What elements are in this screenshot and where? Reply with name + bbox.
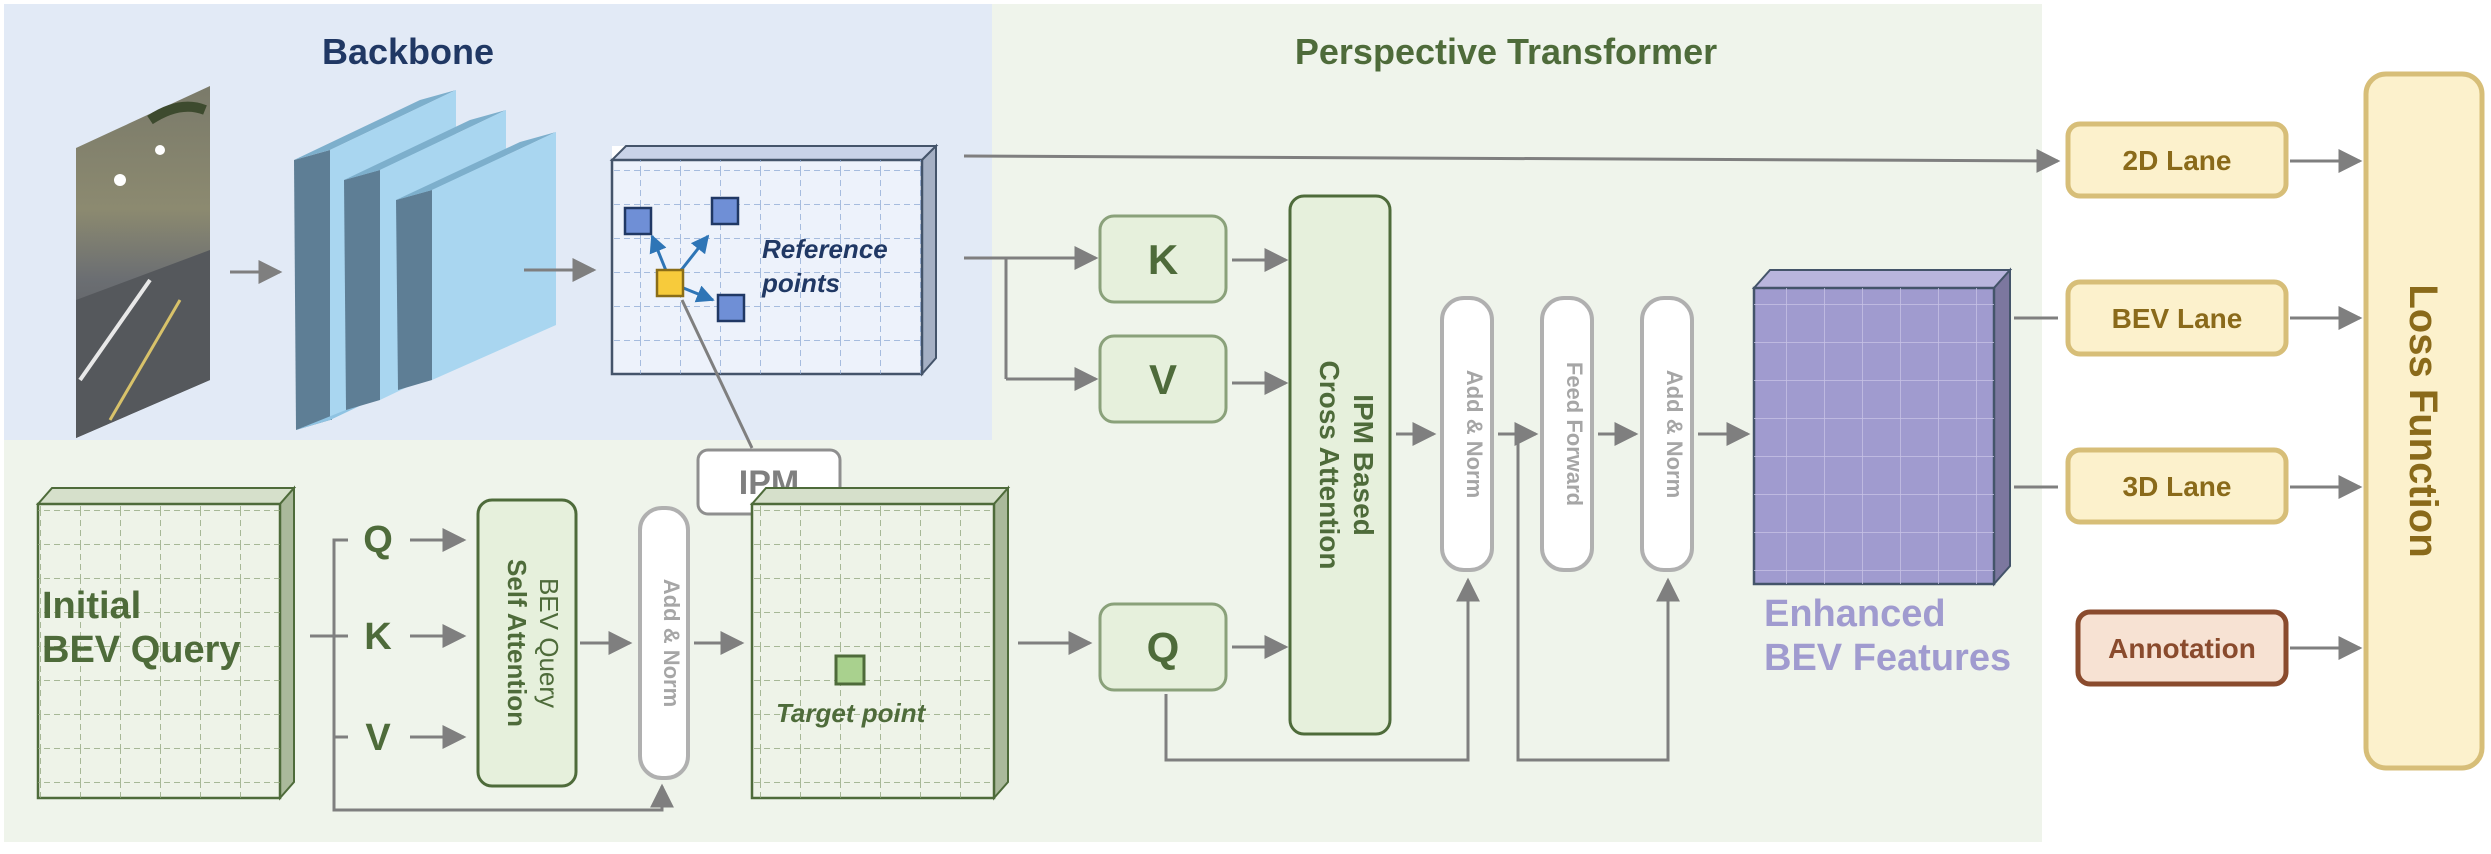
add-norm-2-block — [1640, 296, 1694, 572]
add-norm-1-label: Add & Norm — [1462, 370, 1487, 498]
cross-attn-v-box — [1098, 334, 1228, 424]
cross-attn-q-box — [1098, 602, 1228, 692]
self-attention-line1: BEV Query — [534, 578, 564, 708]
add-norm-1-block — [1440, 296, 1494, 572]
initial-bev-query-cube — [35, 485, 297, 801]
residual-addnorm1-to-addnorm2 — [1516, 434, 1680, 762]
add-norm-self-label: Add & Norm — [659, 579, 684, 707]
output-2d-lane-label: 2D Lane — [2123, 145, 2232, 176]
output-2d-lane-box — [2065, 121, 2289, 199]
reference-points-label-line2: points — [761, 268, 840, 298]
initial-bev-query-line2: BEV Query — [42, 629, 241, 671]
cross-attn-q-label: Q — [1147, 624, 1180, 671]
backbone-title: Backbone — [322, 31, 494, 72]
initial-bev-query-line1: Initial — [42, 585, 141, 627]
target-bev-grid — [749, 485, 1011, 801]
image-feature-map — [609, 143, 939, 377]
self-attn-v-label: V — [365, 717, 391, 759]
cross-attn-k-box — [1098, 214, 1228, 304]
feed-forward-block — [1540, 296, 1594, 572]
reference-point-2 — [710, 196, 740, 226]
cross-attn-k-label: K — [1148, 236, 1178, 283]
cross-attn-v-label: V — [1149, 356, 1177, 403]
output-3d-lane-box — [2065, 447, 2289, 525]
backbone-network — [294, 90, 556, 430]
residual-q-to-addnorm1 — [1164, 577, 1480, 762]
enhanced-bev-features-cube — [1751, 267, 2013, 587]
self-attention-line2: Self Attention — [502, 559, 532, 727]
self-attn-q-label: Q — [363, 519, 393, 561]
add-norm-2-label: Add & Norm — [1662, 370, 1687, 498]
loss-function-box — [2363, 71, 2485, 771]
annotation-label: Annotation — [2108, 633, 2256, 664]
self-attn-k-label: K — [364, 616, 392, 658]
reference-points-label-line1: Reference — [762, 234, 888, 264]
reference-point-1 — [623, 206, 653, 236]
cross-attention-block — [1288, 194, 1392, 736]
projected-point — [655, 268, 685, 298]
loss-function-label: Loss Function — [2401, 284, 2445, 557]
cross-attention-line2: Cross Attention — [1314, 361, 1345, 570]
enhanced-label-line2: BEV Features — [1764, 637, 2011, 679]
reference-points — [623, 196, 746, 323]
self-attention-block — [476, 498, 578, 788]
output-bev-lane-label: BEV Lane — [2112, 303, 2243, 334]
output-bev-lane-box — [2065, 279, 2289, 357]
input-image — [76, 86, 210, 438]
output-3d-lane-label: 3D Lane — [2123, 471, 2232, 502]
target-point-marker — [834, 654, 866, 686]
ipm-line-upper — [680, 299, 754, 449]
add-norm-self-block — [638, 506, 690, 780]
feed-forward-label: Feed Forward — [1562, 362, 1587, 506]
annotation-box — [2075, 609, 2289, 687]
target-point-label: Target point — [776, 698, 927, 728]
arrow-features-to-2d-lane — [963, 148, 2061, 173]
transformer-title: Perspective Transformer — [1295, 31, 1717, 72]
reference-point-3 — [716, 293, 746, 323]
enhanced-label-line1: Enhanced — [1764, 593, 1946, 635]
cross-attention-line1: IPM Based — [1348, 394, 1379, 536]
